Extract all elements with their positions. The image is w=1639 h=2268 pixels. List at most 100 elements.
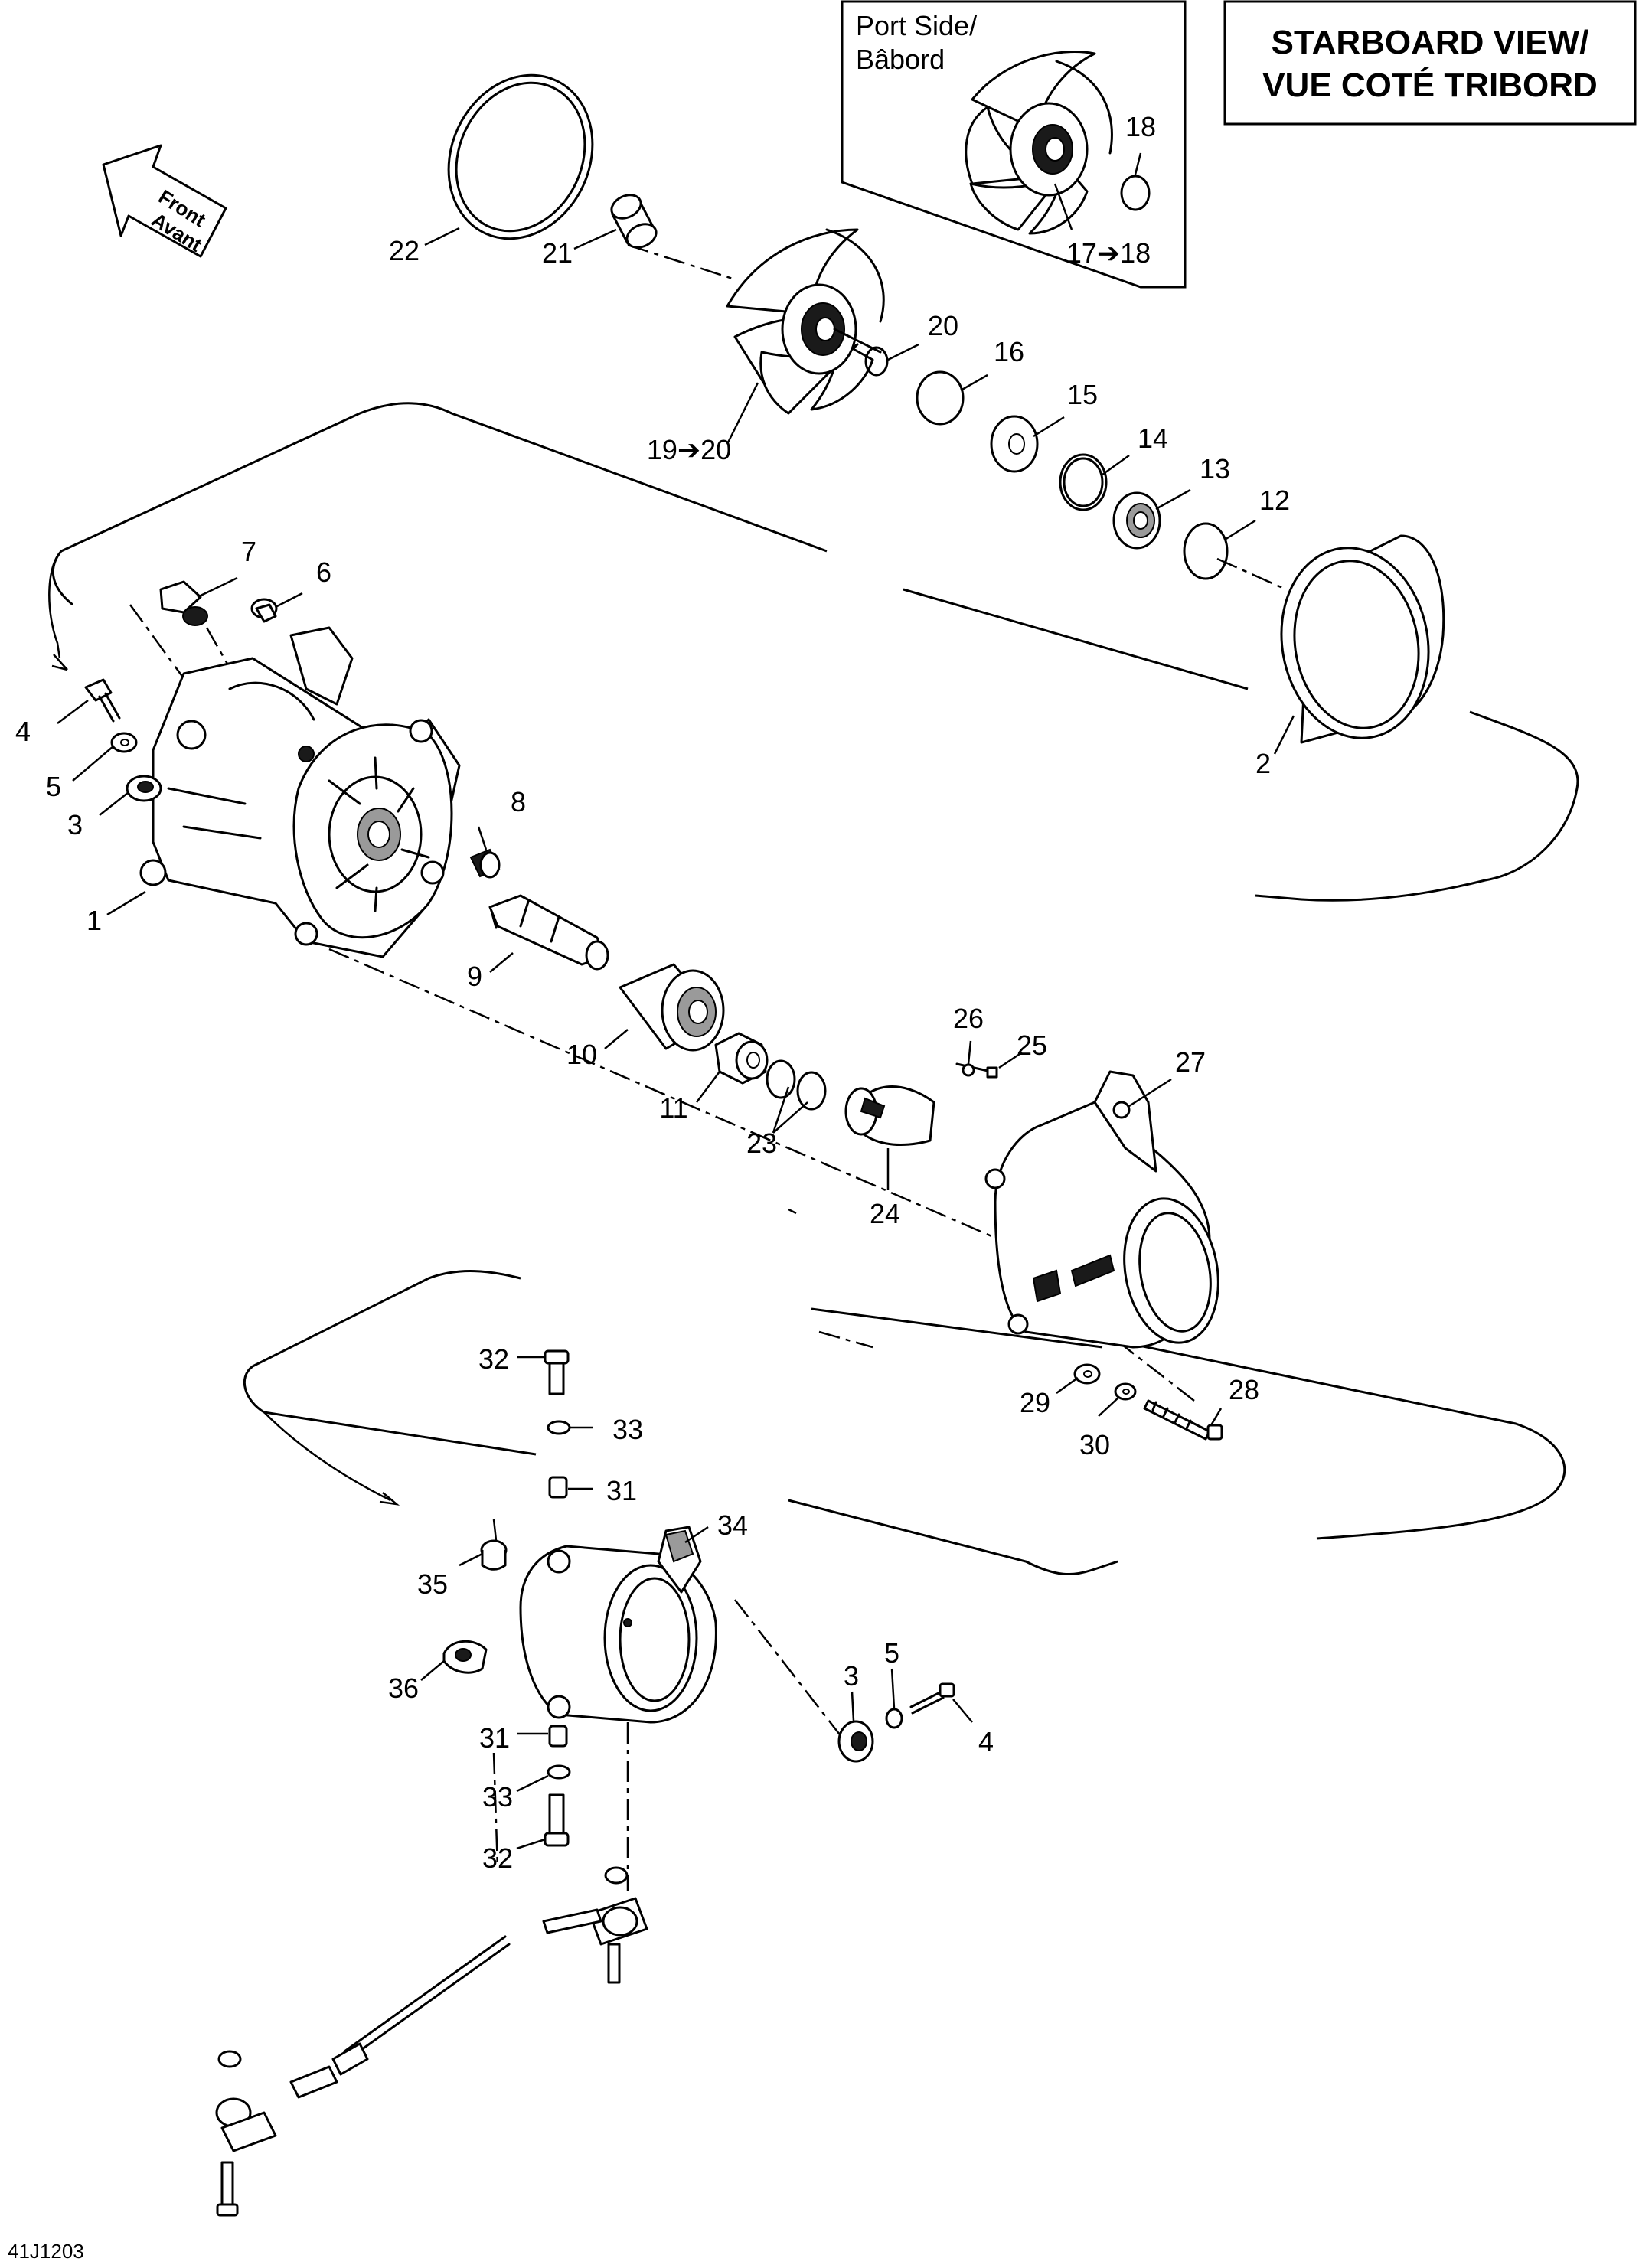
callout-24: 24 <box>870 1198 900 1229</box>
part-33-washer-lower <box>547 1764 571 1780</box>
part-36-plate <box>442 1640 488 1674</box>
callout-19-20: 19➔20 <box>647 434 731 465</box>
part-7-plug <box>159 580 208 626</box>
view-title-line1: STARBOARD VIEW/ <box>1272 24 1589 61</box>
part-8-spacer <box>469 848 501 879</box>
group-arrow-1 <box>51 654 68 671</box>
steering-linkage <box>215 1866 648 2217</box>
callout-32-lower: 32 <box>482 1842 513 1874</box>
part-31-bushing-upper <box>548 1476 568 1499</box>
part-31-bushing-lower <box>548 1725 568 1748</box>
callout-6: 6 <box>316 556 331 588</box>
callout-4-upper: 4 <box>15 716 31 747</box>
part-3-grommet-upper <box>126 775 162 802</box>
part-34-nozzle <box>519 1526 717 1724</box>
part-13-bearing <box>1112 491 1161 550</box>
part-4-bolt-upper <box>84 678 121 723</box>
part-21-bushing <box>610 194 658 249</box>
callout-17-18: 17➔18 <box>1066 237 1151 269</box>
front-direction-arrow: Front Avant <box>102 144 227 258</box>
callout-23: 23 <box>746 1127 777 1159</box>
part-12-o-ring <box>1183 522 1229 580</box>
callout-8: 8 <box>511 786 526 817</box>
callout-27: 27 <box>1175 1046 1206 1078</box>
callout-2: 2 <box>1255 748 1271 779</box>
part-27-venturi <box>984 1070 1219 1349</box>
part-14-ring <box>1059 453 1108 511</box>
leader-lines <box>57 227 1295 1850</box>
callout-15: 15 <box>1067 379 1098 410</box>
callout-18: 18 <box>1125 111 1156 142</box>
centerline-housing <box>328 948 1019 1249</box>
part-1-pump-housing <box>139 626 461 958</box>
part-26-washer <box>962 1063 975 1077</box>
callout-11: 11 <box>659 1092 687 1124</box>
callout-31-lower: 31 <box>479 1722 510 1754</box>
part-5-washer-lower <box>885 1708 903 1729</box>
callout-35: 35 <box>417 1568 448 1600</box>
part-23-o-ring-a <box>766 1059 796 1099</box>
view-title-line2: VUE COTÉ TRIBORD <box>1262 66 1598 104</box>
part-32-bolt-lower <box>544 1793 570 1847</box>
part-2-sleeve <box>1280 534 1445 744</box>
callout-22: 22 <box>389 235 420 266</box>
callout-34: 34 <box>717 1509 748 1541</box>
part-29-washer <box>1073 1363 1101 1385</box>
part-15-washer <box>990 415 1039 473</box>
callout-26: 26 <box>953 1003 984 1034</box>
upper-group-outline <box>51 402 1579 902</box>
part-4-bolt-lower <box>909 1682 955 1715</box>
callout-5-upper: 5 <box>46 771 61 802</box>
callout-3-upper: 3 <box>67 809 83 840</box>
view-title-box: STARBOARD VIEW/ VUE COTÉ TRIBORD <box>1223 0 1637 126</box>
part-3-grommet-lower <box>837 1720 874 1763</box>
callout-5-lower: 5 <box>884 1637 899 1669</box>
callout-25: 25 <box>1017 1030 1047 1061</box>
inset-label-line1: Port Side/ <box>856 10 977 41</box>
part-11-nut <box>714 1032 769 1085</box>
callout-14: 14 <box>1138 423 1168 454</box>
callout-36: 36 <box>388 1672 419 1704</box>
callout-13: 13 <box>1200 453 1230 485</box>
callout-20: 20 <box>928 310 958 341</box>
part-22-ring <box>447 73 594 240</box>
callout-33-upper: 33 <box>612 1414 643 1445</box>
callout-32-upper: 32 <box>478 1343 509 1375</box>
part-32-bolt-upper <box>544 1349 570 1395</box>
part-30-washer <box>1114 1382 1137 1401</box>
callout-28: 28 <box>1229 1374 1259 1405</box>
callout-10: 10 <box>566 1039 597 1070</box>
part-9-shaft <box>488 894 609 971</box>
callout-1: 1 <box>87 905 102 936</box>
part-16-circlip <box>916 370 965 426</box>
centerline-nozzle-bolt <box>492 1519 499 1868</box>
port-side-inset: Port Side/ Bâbord <box>841 0 1187 289</box>
centerline-impeller <box>627 243 736 281</box>
inset-o-ring <box>1120 175 1151 211</box>
part-23-o-ring-b <box>796 1071 827 1111</box>
part-5-washer-upper <box>110 732 138 753</box>
callout-21: 21 <box>542 237 573 269</box>
inset-label-line2: Bâbord <box>856 44 945 75</box>
callout-3-lower: 3 <box>844 1660 859 1692</box>
lower-group-outline <box>252 1270 1566 1576</box>
callout-31-upper: 31 <box>606 1475 637 1506</box>
group-arrow-2 <box>379 1492 400 1506</box>
callout-numbers: 22 21 18 17➔18 20 16 15 14 13 12 19➔20 7… <box>15 111 1290 1874</box>
callout-9: 9 <box>467 961 482 992</box>
callout-33-lower: 33 <box>482 1781 513 1813</box>
part-24-cone <box>844 1085 935 1147</box>
callout-4-lower: 4 <box>978 1726 994 1757</box>
callout-29: 29 <box>1020 1387 1050 1418</box>
callout-30: 30 <box>1079 1429 1110 1460</box>
part-10-bearing <box>619 963 725 1052</box>
reference-code: 41J1203 <box>8 2240 84 2263</box>
part-35-bushing <box>480 1539 508 1571</box>
callout-12: 12 <box>1259 485 1290 516</box>
part-19-impeller <box>726 228 885 415</box>
inset-impeller <box>965 51 1113 235</box>
callout-7: 7 <box>241 536 256 567</box>
part-20-o-ring <box>864 346 889 377</box>
part-6-bushing <box>250 598 278 623</box>
